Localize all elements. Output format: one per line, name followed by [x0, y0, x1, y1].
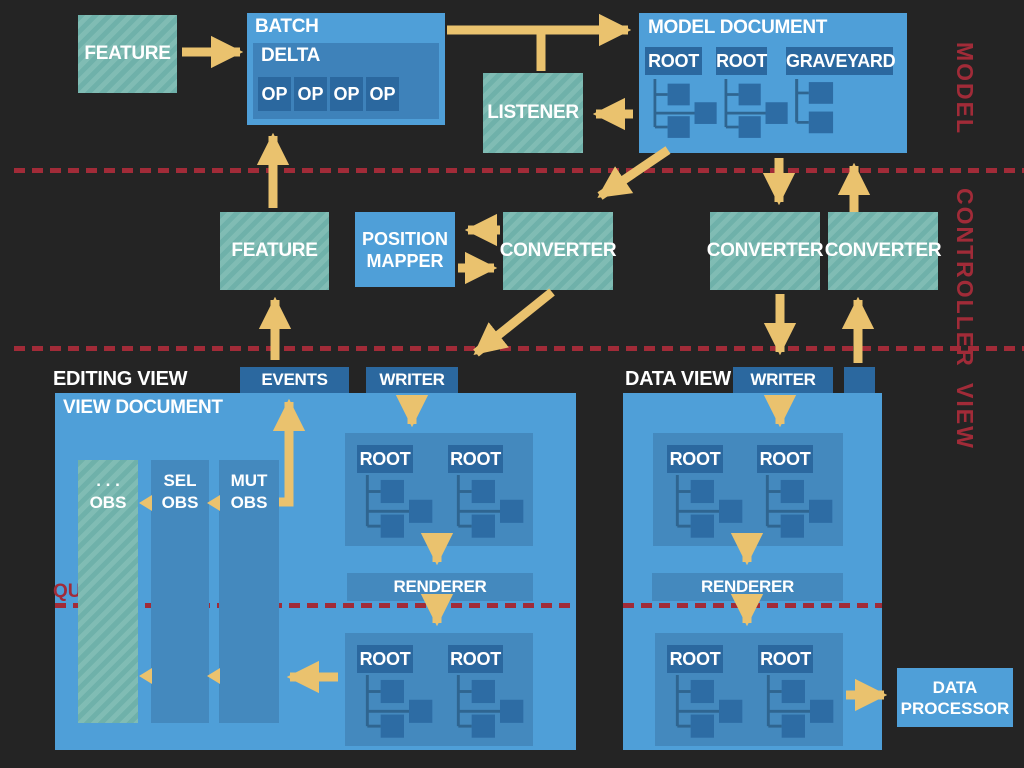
tree-svg [365, 475, 433, 538]
root-label: ROOT [667, 645, 723, 673]
root-label: ROOT [758, 645, 813, 673]
observer-column-sel: SEL OBS [151, 460, 209, 723]
root-label: ROOT [448, 645, 503, 673]
observer-line2: OBS [161, 493, 199, 512]
root-label: ROOT [645, 47, 702, 75]
tree-svg [675, 475, 743, 538]
converter-box-right: CONVERTER [825, 212, 942, 290]
data-view-divider [623, 603, 882, 608]
root-label: ROOT [716, 47, 767, 75]
model-document-title: MODEL DOCUMENT [648, 17, 828, 38]
tree-svg [766, 675, 834, 738]
root-container-data-top: ROOT ROOT [653, 433, 843, 546]
root-container-editing-bottom: ROOT ROOT [345, 633, 533, 746]
root-label: ROOT [757, 445, 813, 473]
feature-label: FEATURE [231, 240, 318, 261]
converter-label: CONVERTER [706, 240, 824, 261]
op-chip: OP [366, 77, 399, 111]
document-tree [759, 475, 839, 541]
observer-line1: SEL [163, 471, 197, 490]
document-tree [718, 79, 794, 141]
observer-line1: . . . [96, 471, 120, 490]
op-chip: OP [330, 77, 363, 111]
observer-line2: OBS [89, 493, 127, 512]
feature-label: FEATURE [84, 43, 171, 64]
writer-box-editing: WRITER [366, 367, 458, 393]
view-document-title: VIEW DOCUMENT [63, 397, 223, 418]
tree-svg [765, 475, 833, 538]
side-label-controller: CONTROLLER [952, 188, 978, 368]
document-tree [669, 475, 749, 541]
document-tree [669, 675, 749, 741]
tree-svg [724, 79, 788, 138]
converter-box-left: CONVERTER [500, 212, 617, 290]
section-divider-model-controller [14, 168, 1024, 173]
document-tree [788, 79, 840, 141]
renderer-label: RENDERER [700, 577, 794, 596]
op-chip: OP [294, 77, 327, 111]
tree-svg [365, 675, 433, 738]
feature-box-controller: FEATURE [220, 212, 329, 290]
listener-label: LISTENER [487, 102, 579, 123]
document-tree [359, 475, 439, 541]
root-container-data-bottom: ROOT ROOT [655, 633, 843, 746]
document-tree [647, 79, 723, 141]
converter-box-mid: CONVERTER [707, 212, 824, 290]
arrow-converter-to-editing-writer [473, 288, 555, 357]
converter-label: CONVERTER [824, 240, 942, 261]
graveyard-label: GRAVEYARD [786, 47, 896, 75]
data-processor-line1: DATA [932, 677, 978, 697]
quirks-divider [55, 603, 576, 608]
feature-box-model: FEATURE [78, 15, 177, 93]
observer-column-other: . . . OBS [78, 460, 138, 723]
position-mapper-line2: MAPPER [366, 250, 444, 271]
position-mapper-box: POSITION MAPPER [355, 212, 455, 287]
tree-svg [653, 79, 717, 138]
root-label: ROOT [357, 645, 413, 673]
tree-svg [795, 79, 834, 134]
document-tree [359, 675, 439, 741]
observer-column-mut: MUT OBS [219, 460, 279, 723]
position-mapper-line1: POSITION [361, 228, 448, 249]
side-label-model: MODEL [952, 42, 978, 136]
arrow-model-document-to-converter [597, 146, 671, 200]
renderer-label: RENDERER [393, 577, 487, 596]
writer-label: WRITER [379, 370, 445, 389]
batch-box: BATCH DELTA OP OP OP OP [247, 13, 445, 125]
listener-box: LISTENER [483, 73, 583, 153]
unlabeled-box-data [844, 367, 875, 393]
tree-svg [456, 475, 524, 538]
data-processor-box: DATA PROCESSOR [897, 668, 1013, 727]
writer-label: WRITER [750, 370, 816, 389]
root-label: ROOT [448, 445, 503, 473]
document-tree [450, 475, 530, 541]
tree-svg [456, 675, 524, 738]
root-container-editing-top: ROOT ROOT [345, 433, 533, 546]
root-label: ROOT [357, 445, 413, 473]
renderer-box-editing: RENDERER [347, 573, 533, 601]
tree-svg [675, 675, 743, 738]
document-tree [760, 675, 840, 741]
model-document-box: MODEL DOCUMENT ROOT ROOT GRAVEYARD [639, 13, 907, 153]
writer-box-data: WRITER [733, 367, 833, 393]
data-view-label: DATA VIEW [625, 368, 731, 390]
section-divider-controller-view [14, 346, 1024, 351]
data-processor-line2: PROCESSOR [900, 698, 1010, 718]
events-label: EVENTS [261, 370, 328, 389]
events-box: EVENTS [240, 367, 349, 393]
delta-panel: DELTA OP OP OP OP [253, 43, 439, 119]
observer-line1: MUT [230, 471, 268, 490]
document-tree [450, 675, 530, 741]
op-chip: OP [258, 77, 291, 111]
root-label: ROOT [667, 445, 723, 473]
renderer-box-data: RENDERER [652, 573, 843, 601]
side-label-view: VIEW [952, 383, 978, 450]
editing-view-label: EDITING VIEW [53, 368, 188, 390]
observer-line2: OBS [230, 493, 268, 512]
batch-title: BATCH [255, 16, 319, 37]
converter-label: CONVERTER [499, 240, 617, 261]
delta-title: DELTA [261, 45, 321, 66]
